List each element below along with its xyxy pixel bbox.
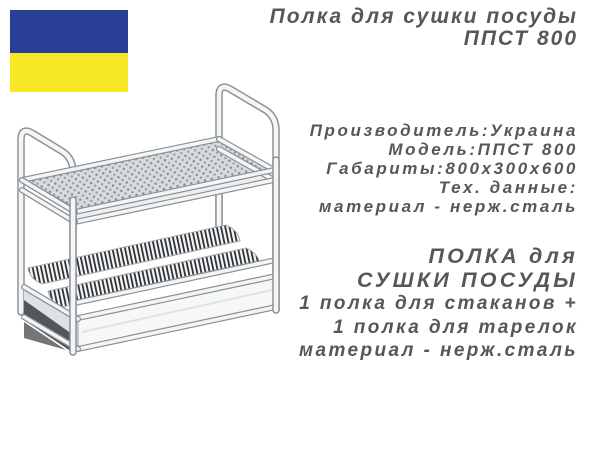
description-line: 1 полка для стаканов + bbox=[299, 293, 578, 314]
spec-line: Производитель:Украина bbox=[309, 121, 578, 140]
product-specs: Производитель:Украина Модель:ППСТ 800 Га… bbox=[310, 121, 578, 216]
product-description: ПОЛКА для СУШКИ ПОСУДЫ 1 полка для стака… bbox=[299, 244, 578, 363]
description-line: ПОЛКА для bbox=[428, 244, 578, 268]
flag-yellow-stripe bbox=[10, 53, 128, 92]
spec-line: Габариты:800х300х600 bbox=[326, 159, 578, 178]
top-perforated-shelf bbox=[22, 139, 274, 223]
title-line-2: ППСТ 800 bbox=[463, 27, 578, 50]
drip-tray bbox=[24, 276, 276, 352]
description-line: СУШКИ ПОСУДЫ bbox=[356, 267, 578, 292]
spec-line: Тех. данные: bbox=[438, 178, 578, 197]
description-line: материал - нерж.сталь bbox=[299, 340, 578, 361]
description-line: 1 полка для тарелок bbox=[333, 316, 578, 338]
flag-blue-stripe bbox=[10, 10, 128, 53]
plate-rack bbox=[27, 224, 271, 308]
page-title: Полка для сушки посуды ППСТ 800 bbox=[270, 6, 578, 50]
spec-line: Модель:ППСТ 800 bbox=[388, 140, 578, 159]
spec-line: материал - нерж.сталь bbox=[318, 197, 578, 216]
title-line-1: Полка для сушки посуды bbox=[269, 5, 578, 28]
flag-of-ukraine bbox=[10, 10, 128, 92]
